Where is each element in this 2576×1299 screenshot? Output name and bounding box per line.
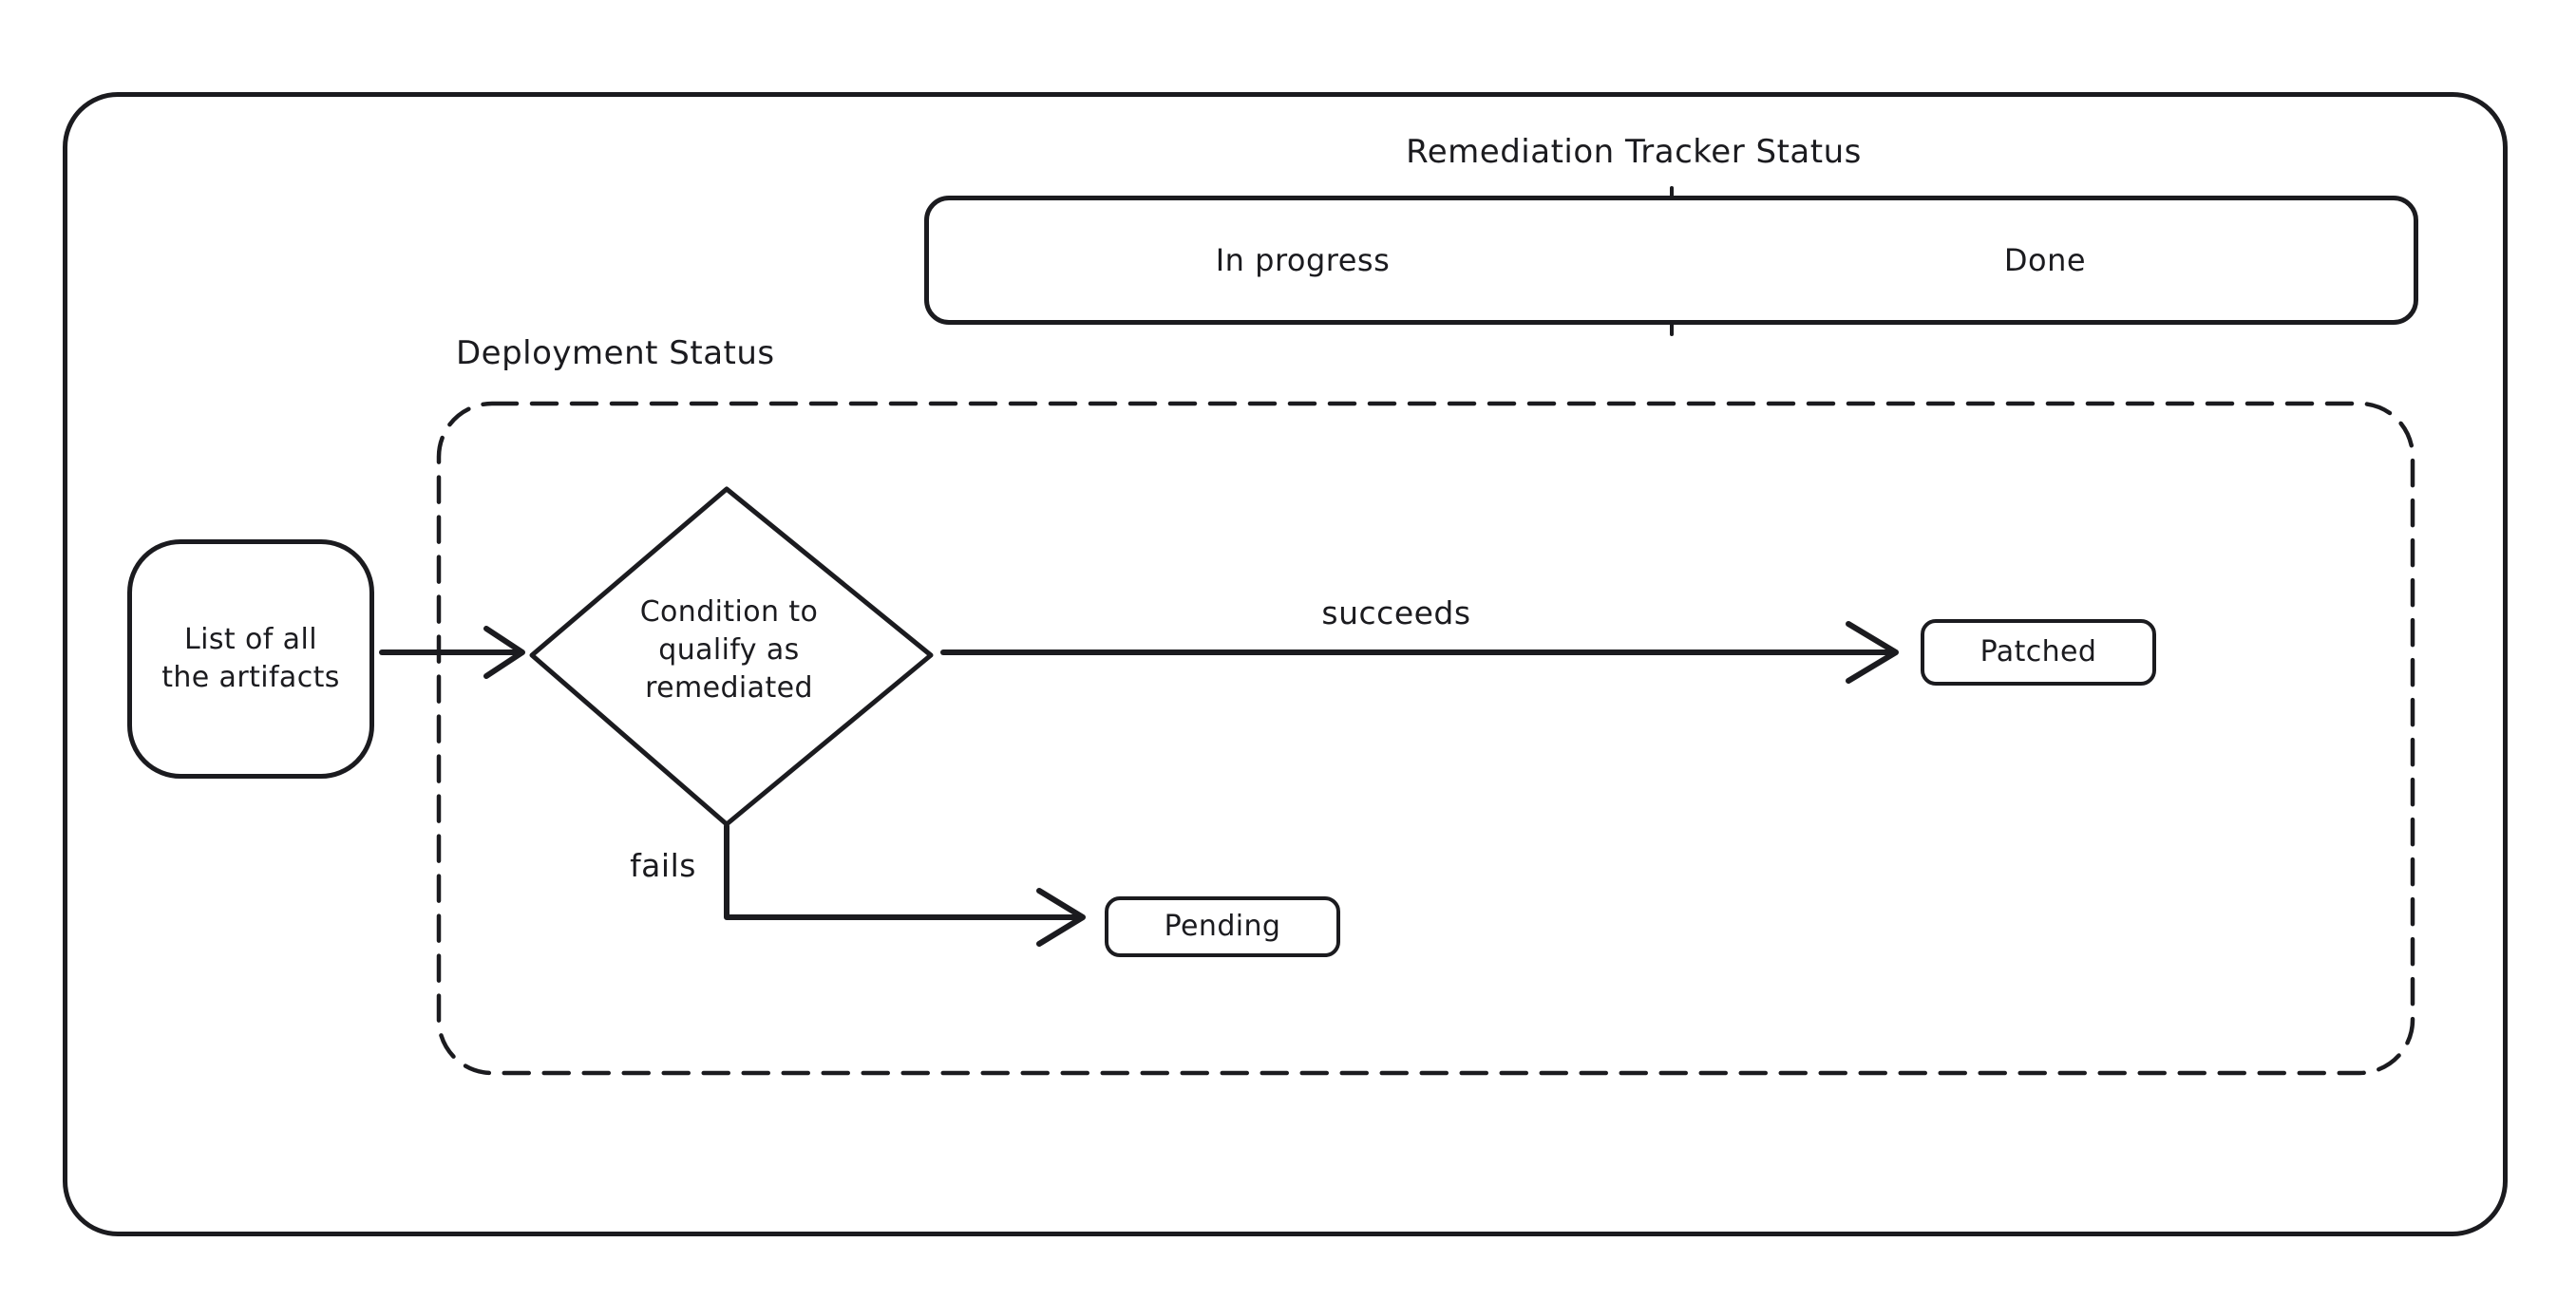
condition-diamond-label: Condition to qualify as remediated (565, 593, 893, 707)
outer-frame (63, 92, 2508, 1236)
tracker-title: Remediation Tracker Status (1406, 133, 1862, 171)
tracker-bar[interactable]: In progress Done (924, 196, 2418, 325)
tracker-cell-done-label: Done (2003, 242, 2087, 278)
deployment-status-label: Deployment Status (456, 334, 775, 372)
succeeds-arrow[interactable] (940, 621, 1899, 684)
artifacts-node-label-line2: the artifacts (161, 661, 340, 694)
succeeds-edge-label: succeeds (1321, 594, 1471, 631)
artifacts-to-condition-arrow[interactable] (379, 626, 525, 679)
patched-node[interactable]: Patched (1921, 619, 2156, 686)
tracker-cell-done[interactable]: Done (1676, 200, 2414, 320)
patched-node-label: Patched (1979, 635, 2097, 668)
condition-label-line1: Condition to (639, 595, 819, 629)
tracker-cell-in-progress-label: In progress (1215, 242, 1391, 278)
pending-node-label: Pending (1164, 910, 1281, 943)
condition-label-line3: remediated (645, 671, 813, 705)
tracker-cell-in-progress[interactable]: In progress (929, 200, 1676, 320)
pending-node[interactable]: Pending (1105, 896, 1340, 957)
fails-edge-label: fails (630, 847, 696, 884)
deployment-status-container[interactable] (436, 401, 2415, 1076)
artifacts-node[interactable]: List of all the artifacts (127, 539, 374, 779)
condition-label-line2: qualify as (658, 633, 800, 667)
artifacts-node-label-line1: List of all (184, 623, 317, 656)
fails-arrow[interactable] (724, 823, 1086, 947)
